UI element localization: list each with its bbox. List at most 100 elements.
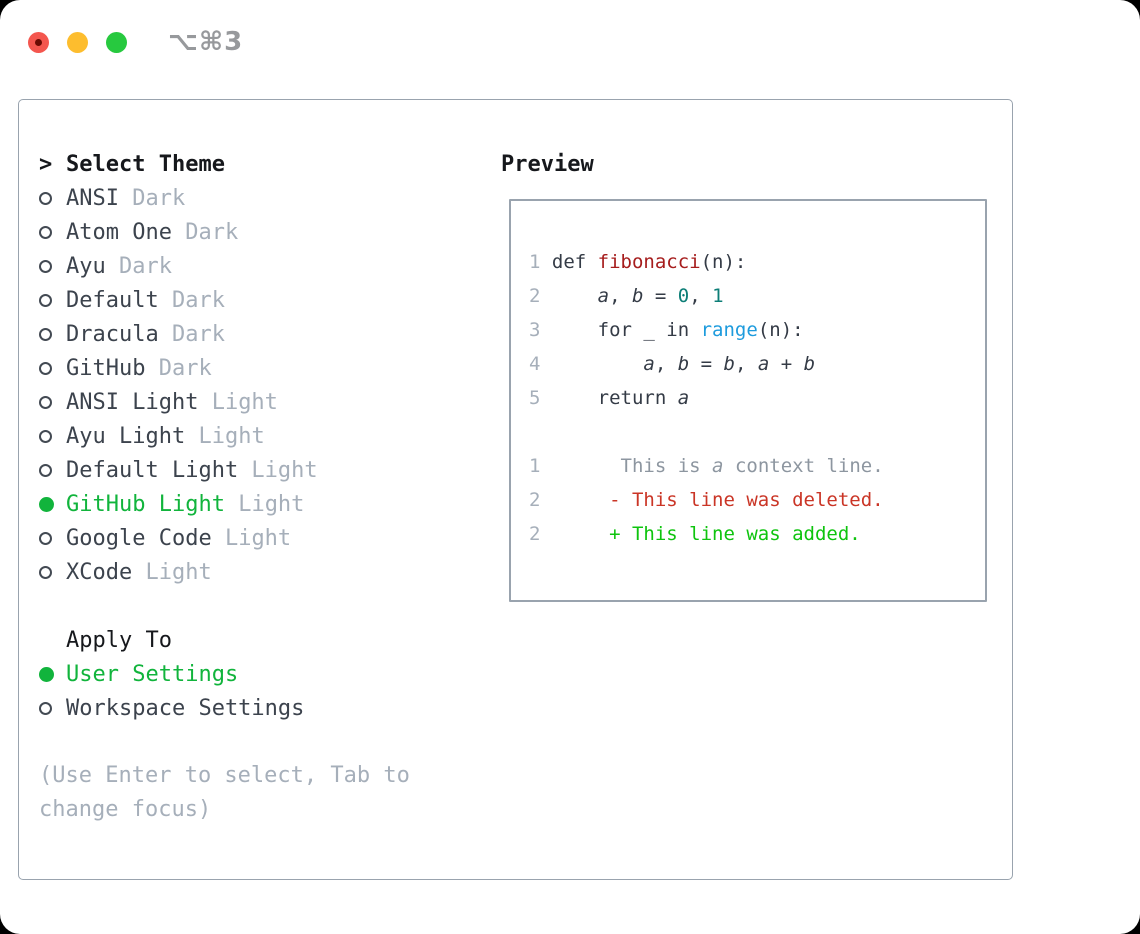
- line-number: 1: [529, 251, 552, 273]
- radio-icon: [39, 361, 66, 375]
- code-token: - This line was deleted.: [551, 489, 884, 511]
- option-label: Atom One: [66, 219, 172, 245]
- theme-option[interactable]: GitHub Dark: [39, 351, 499, 385]
- radio-icon: [39, 327, 66, 341]
- option-label: GitHub Light: [66, 491, 225, 517]
- option-label: XCode: [66, 559, 133, 585]
- select-theme-title: Select Theme: [66, 151, 225, 177]
- help-line: (Use Enter to select, Tab to: [39, 763, 410, 788]
- code-token: a: [677, 387, 690, 409]
- code-token: fibonacci: [597, 251, 701, 273]
- close-button[interactable]: [28, 31, 49, 53]
- code-line: [529, 415, 985, 449]
- code-token: a: [757, 353, 770, 375]
- option-label: Google Code: [66, 525, 212, 551]
- code-token: ,: [609, 285, 632, 307]
- line-number: 2: [529, 489, 552, 511]
- code-token: a: [597, 285, 610, 307]
- code-token: + This line was added.: [551, 523, 861, 545]
- help-text: (Use Enter to select, Tab to change focus…: [39, 759, 499, 827]
- option-label: GitHub: [66, 355, 146, 381]
- theme-option[interactable]: Atom One Dark: [39, 215, 499, 249]
- theme-option[interactable]: ANSI Dark: [39, 181, 499, 215]
- code-token: a: [712, 455, 724, 477]
- help-line: change focus): [39, 797, 212, 822]
- theme-option[interactable]: Ayu Light Light: [39, 419, 499, 453]
- zoom-button[interactable]: [106, 31, 127, 53]
- minimize-button[interactable]: [67, 31, 88, 53]
- option-variant-label: Light: [238, 457, 318, 483]
- apply-to-option[interactable]: User Settings: [39, 657, 499, 691]
- code-token: return: [551, 387, 678, 409]
- option-variant-label: Light: [224, 491, 305, 517]
- line-number: 3: [529, 319, 552, 341]
- line-number: 4: [529, 353, 552, 375]
- radio-icon: [39, 395, 66, 409]
- code-token: (n):: [700, 251, 747, 273]
- option-label: Workspace Settings: [66, 695, 305, 721]
- code-token: for _ in: [551, 319, 701, 341]
- radio-icon: [39, 259, 66, 273]
- option-label: Default Light: [66, 457, 239, 483]
- theme-option[interactable]: Default Dark: [39, 283, 499, 317]
- theme-option[interactable]: Google Code Light: [39, 521, 499, 555]
- code-token: context line.: [723, 455, 884, 477]
- code-line: 1 def fibonacci(n):: [529, 245, 985, 279]
- apply-to-title-row: Apply To: [39, 623, 499, 657]
- radio-icon: [39, 293, 66, 307]
- option-variant-label: Dark: [158, 321, 225, 347]
- code-line: 4 a, b = b, a + b: [529, 347, 985, 381]
- titlebar: ⌥⌘3: [28, 27, 243, 57]
- option-label: Default: [66, 287, 159, 313]
- code-token: +: [769, 353, 804, 375]
- spacer: [39, 589, 499, 623]
- code-token: ,: [654, 353, 678, 375]
- radio-icon: [39, 429, 66, 443]
- theme-option[interactable]: Dracula Dark: [39, 317, 499, 351]
- line-number: 2: [529, 285, 552, 307]
- code-line: 2 - This line was deleted.: [529, 483, 985, 517]
- code-token: ,: [734, 353, 758, 375]
- option-label: Ayu Light: [66, 423, 186, 449]
- option-label: Ayu: [66, 253, 106, 279]
- preview-title-row: Preview: [501, 147, 1012, 181]
- code-token: b: [677, 353, 690, 375]
- option-variant-label: Dark: [118, 185, 186, 211]
- option-label: ANSI: [66, 185, 119, 211]
- radio-icon: [39, 191, 66, 205]
- option-variant-label: Light: [211, 525, 292, 551]
- preview-title: Preview: [501, 151, 594, 177]
- code-line: 1 This is a context line.: [529, 449, 985, 483]
- option-variant-label: Light: [132, 559, 212, 585]
- theme-option[interactable]: GitHub Light Light: [39, 487, 499, 521]
- radio-selected-icon: [39, 666, 66, 682]
- code-token: [552, 285, 598, 307]
- code-token: 1: [712, 285, 724, 307]
- preview-column: Preview 1 def fibonacci(n):2 a, b = 0, 1…: [499, 147, 1012, 827]
- theme-option[interactable]: Ayu Dark: [39, 249, 499, 283]
- line-number: 5: [529, 387, 552, 409]
- code-token: =: [689, 353, 724, 375]
- theme-option[interactable]: XCode Light: [39, 555, 499, 589]
- option-variant-label: Dark: [171, 219, 239, 245]
- code-token: This is: [551, 455, 713, 477]
- theme-option[interactable]: Default Light Light: [39, 453, 499, 487]
- radio-icon: [39, 531, 66, 545]
- code-token: range: [700, 319, 758, 341]
- code-token: =: [643, 285, 678, 307]
- line-number: 2: [529, 523, 552, 545]
- prompt-icon: >: [39, 151, 53, 177]
- option-variant-label: Dark: [105, 253, 172, 279]
- code-token: b: [803, 353, 816, 375]
- apply-to-title: Apply To: [66, 627, 172, 653]
- apply-to-option[interactable]: Workspace Settings: [39, 691, 499, 725]
- option-variant-label: Dark: [145, 355, 212, 381]
- code-line: 5 return a: [529, 381, 985, 415]
- theme-option[interactable]: ANSI Light Light: [39, 385, 499, 419]
- option-variant-label: Light: [185, 423, 265, 449]
